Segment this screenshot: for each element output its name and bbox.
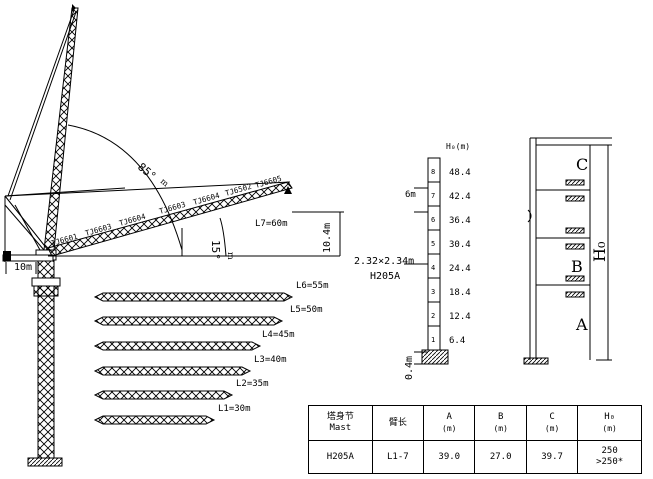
header-cn: B — [497, 412, 504, 422]
mast-type-label: H205A — [370, 271, 400, 282]
table-cell: 250>250* — [577, 440, 642, 474]
top-section-label: 6m — [405, 190, 416, 200]
mast-section-height: 42.4 — [449, 192, 471, 202]
mast-section-height: 18.4 — [449, 288, 471, 298]
jib-option-shape — [93, 341, 262, 351]
table-cell: L1-7 — [371, 440, 425, 474]
mast-section-number: 4 — [431, 264, 435, 272]
mast-section-number: 2 — [431, 312, 435, 320]
tie-label-c: C — [576, 155, 588, 174]
jib-option-shape — [93, 415, 216, 425]
tie-label-a: A — [575, 315, 588, 334]
tie-label-h: H₀ — [590, 242, 609, 262]
table-header-cell: H₀ (m) — [577, 405, 642, 441]
base-label: 0.4m — [404, 356, 415, 380]
jib-option: L5=50m — [93, 305, 323, 326]
header-en: (m) — [544, 424, 560, 433]
header-cn: 塔身节 — [326, 412, 354, 422]
mast-section-height: 24.4 — [449, 264, 471, 274]
luffing-jib-working — [4, 181, 293, 257]
cell-line: 250 — [601, 446, 618, 456]
table-cell: 39.0 — [423, 440, 476, 474]
table-cell: 27.0 — [474, 440, 527, 474]
jib-option: L6=55m — [93, 281, 329, 302]
mast-section-height: 6.4 — [449, 336, 465, 346]
header-en: (m) — [602, 424, 617, 433]
cell-line: >250* — [596, 457, 624, 467]
svg-text:m: m — [159, 177, 171, 189]
jib-length-label: L7=60m — [255, 219, 288, 229]
mast-section-number: 1 — [431, 336, 435, 344]
tie-diagram: C B A H₀ — [523, 137, 612, 365]
counter-jib — [2, 187, 126, 262]
table-cell: 39.7 — [525, 440, 579, 474]
min-angle-label: 15° — [209, 240, 222, 260]
mast-section-number: 5 — [431, 240, 435, 248]
jib-height-label: 10.4m — [322, 223, 333, 253]
table-cell: H205A — [308, 440, 373, 474]
mast-section-number: 6 — [431, 216, 435, 224]
header-en: Mast — [329, 423, 352, 433]
jib-option: L1=30m — [93, 404, 251, 425]
header-cn: C — [549, 412, 555, 422]
jib-option-label: L5=50m — [290, 305, 323, 315]
jib-option-label: L6=55m — [296, 281, 329, 291]
header-cn: H₀ — [604, 412, 616, 422]
crane-mast — [27, 249, 63, 467]
jib-option-label: L1=30m — [218, 404, 251, 414]
section-size-label: 2.32×2.34m — [354, 256, 414, 267]
mast-section-height: 36.4 — [449, 216, 471, 226]
jib-option-label: L2=35m — [236, 379, 269, 389]
mast-section-height: 48.4 — [449, 168, 471, 178]
table-header-cell: B (m) — [474, 405, 527, 441]
jib-option-shape — [93, 292, 294, 302]
header-en: (m) — [493, 424, 508, 433]
mast-header: H₀(m) — [446, 142, 470, 151]
jib-option: L3=40m — [93, 355, 287, 376]
jib-option-label: L4=45m — [262, 330, 295, 340]
mast-section-number: 3 — [431, 288, 435, 296]
mast-section-number: 7 — [431, 192, 435, 200]
mast-chart: H₀(m) 6m 2.32×2.34m H205A 0.4m 8 48.4 7 42.… — [354, 142, 471, 380]
jib-option: L2=35m — [93, 379, 269, 400]
jib-option-shape — [93, 390, 234, 400]
angle-indicators — [48, 124, 344, 257]
counter-jib-label: 10m — [14, 262, 32, 273]
mast-sections: 8 48.4 7 42.4 6 36.4 5 30.4 4 24.4 3 18.4 2 12.4 1 6.4 — [428, 168, 471, 351]
mast-section-height: 12.4 — [449, 312, 471, 322]
mast-section-height: 30.4 — [449, 240, 471, 250]
svg-text:m: m — [226, 252, 235, 260]
table-header-cell: A (m) — [423, 405, 476, 441]
table-header-cell: C (m) — [525, 405, 579, 441]
mast-section-number: 8 — [431, 168, 435, 176]
table-row: H205A L1-7 39.0 27.0 39.7 250>250* — [308, 440, 642, 474]
jib-option-label: L3=40m — [254, 355, 287, 365]
jib-option-shape — [93, 316, 284, 326]
luff-angle-label: 85° — [135, 160, 159, 183]
tie-label-b: B — [571, 257, 583, 276]
header-en: (m) — [442, 424, 457, 433]
header-cn: A — [446, 412, 452, 422]
jib-option-shape — [93, 366, 252, 376]
header-cn: 臂长 — [388, 417, 407, 428]
jib-option: L4=45m — [93, 330, 295, 351]
table-header-cell: 臂长 — [371, 405, 425, 441]
